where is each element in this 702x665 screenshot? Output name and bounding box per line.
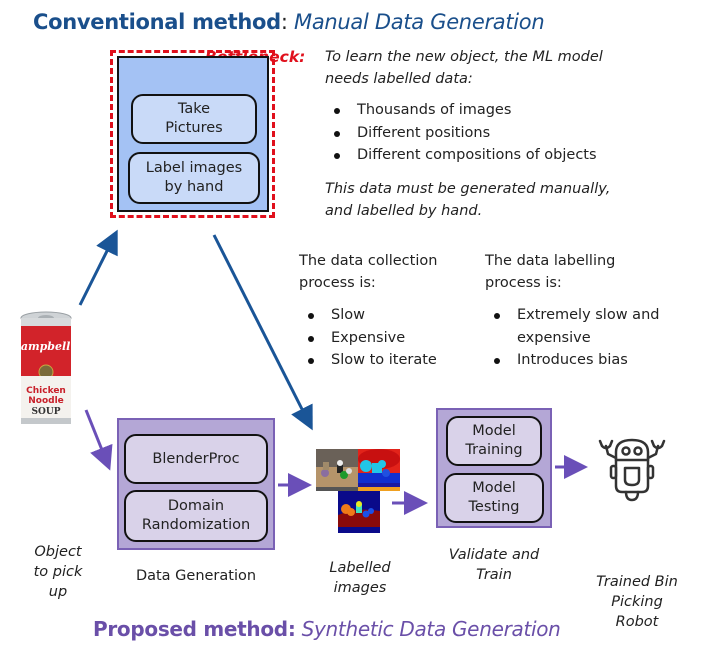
step-line: BlenderProc <box>152 450 240 467</box>
step-line: Testing <box>468 499 520 515</box>
note-line: This data must be generated manually, <box>325 181 611 197</box>
bottleneck-highlight <box>110 50 275 218</box>
caption-line: Trained Bin <box>596 574 678 590</box>
conventional-method-title: Conventional method: Manual Data Generat… <box>33 10 545 34</box>
title-separator: : <box>280 10 288 34</box>
list-item: Slow <box>301 304 437 327</box>
title-italic: Synthetic Data Generation <box>301 617 561 641</box>
step-line: Randomization <box>141 517 251 533</box>
item-line: Extremely slow and <box>517 307 660 323</box>
proposed-method-title: Proposed method: Synthetic Data Generati… <box>93 617 561 641</box>
can-brand: Campbell's <box>16 340 76 353</box>
caption-line: up <box>48 584 68 600</box>
heading-line: The data labelling <box>485 253 616 269</box>
manual-note: This data must be generated manually, an… <box>325 178 610 222</box>
heading-line: process is: <box>299 275 376 291</box>
list-item: Thousands of images <box>327 99 597 122</box>
step-line: Model <box>472 423 516 439</box>
intro-line: needs labelled data: <box>325 71 473 87</box>
can-text: Chicken <box>26 386 66 396</box>
note-line: and labelled by hand. <box>325 203 483 219</box>
title-bold: Proposed method: <box>93 617 296 641</box>
blenderproc-step: BlenderProc <box>124 434 268 484</box>
list-item: Introduces bias <box>487 349 659 372</box>
list-item: Different compositions of objects <box>327 144 597 167</box>
list-item: Different positions <box>327 122 597 145</box>
title-bold: Conventional method <box>33 10 281 34</box>
caption-line: Object <box>34 544 82 560</box>
list-item: Extremely slow and expensive <box>487 304 659 349</box>
step-line: Pictures <box>165 120 223 136</box>
heading-line: The data collection <box>299 253 438 269</box>
labelling-list: Extremely slow and expensive Introduces b… <box>487 304 659 372</box>
robot-icon <box>598 438 666 502</box>
collection-heading: The data collection process is: <box>299 250 437 294</box>
soup-can-image: Campbell's Chicken Noodle SOUP <box>16 311 76 424</box>
collection-list: Slow Expensive Slow to iterate <box>301 304 437 372</box>
data-generation-caption: Data Generation <box>135 568 257 584</box>
arrow-can-to-generation <box>84 409 113 471</box>
object-caption: Object to pick up <box>10 542 106 602</box>
item-line: expensive <box>517 329 591 346</box>
step-line: Model <box>472 480 516 496</box>
heading-line: process is: <box>485 275 562 291</box>
bottleneck-intro: To learn the new object, the ML model ne… <box>325 46 603 90</box>
arrow-manual-to-images <box>212 234 313 431</box>
caption-line: Train <box>476 567 512 583</box>
step-line: Domain <box>167 498 225 514</box>
step-line: by hand <box>164 179 224 195</box>
caption-line: Robot <box>615 614 659 630</box>
title-italic: Manual Data Generation <box>294 10 545 34</box>
labelled-images-caption: Labelled images <box>300 558 420 598</box>
step-line: Label images <box>145 160 243 176</box>
label-images-step: Label images by hand <box>128 152 260 204</box>
caption-line: Labelled <box>329 560 391 576</box>
intro-line: To learn the new object, the ML model <box>325 49 603 65</box>
data-needs-list: Thousands of images Different positions … <box>327 99 597 167</box>
arrow-can-to-manual <box>78 229 118 306</box>
caption-line: Picking <box>611 594 663 610</box>
can-text: Noodle <box>28 396 64 406</box>
list-item: Slow to iterate <box>301 349 437 372</box>
validate-train-caption: Validate and Train <box>424 545 564 585</box>
step-line: Training <box>465 442 523 458</box>
caption-line: to pick <box>33 564 83 580</box>
list-item: Expensive <box>301 327 437 350</box>
labelling-heading: The data labelling process is: <box>485 250 615 294</box>
caption-line: Validate and <box>448 547 540 563</box>
can-text: SOUP <box>32 407 61 417</box>
robot-caption: Trained Bin Picking Robot <box>572 572 702 632</box>
caption-line: images <box>333 580 387 596</box>
step-line: Take <box>177 101 211 117</box>
labelled-images-thumbnails <box>316 449 400 533</box>
